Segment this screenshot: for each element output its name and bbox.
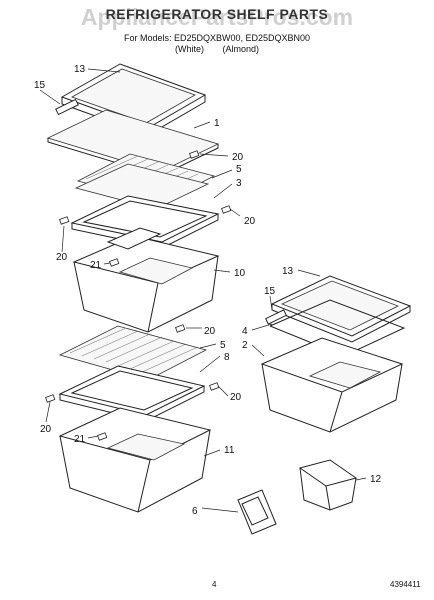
callout-6: 6 bbox=[192, 506, 198, 517]
callout-13-right: 13 bbox=[282, 266, 294, 277]
callout-20-f: 20 bbox=[40, 424, 52, 435]
callout-21-b: 21 bbox=[74, 434, 86, 445]
callout-10: 10 bbox=[234, 268, 246, 279]
callout-20-c: 20 bbox=[56, 252, 68, 263]
callout-5-upper: 5 bbox=[236, 164, 242, 175]
callout-1: 1 bbox=[214, 118, 220, 129]
callout-11: 11 bbox=[224, 445, 235, 456]
model-numbers: For Models: ED25DQXBW00, ED25DQXBN00 bbox=[123, 33, 311, 43]
callout-8: 8 bbox=[224, 352, 230, 363]
callout-12: 12 bbox=[370, 474, 382, 485]
callout-20-e: 20 bbox=[230, 392, 242, 403]
callout-2: 2 bbox=[242, 340, 248, 351]
part-front-trim-right bbox=[265, 309, 287, 325]
part-crisper-pan-right bbox=[260, 337, 404, 433]
leader-lines bbox=[39, 68, 367, 513]
callout-labels: 1 3 4 2 5 5 6 8 10 11 12 13 13 15 15 20 … bbox=[34, 64, 382, 517]
part-crisper-pan-upper bbox=[72, 227, 220, 333]
part-shelf-frame-top-right bbox=[270, 275, 412, 343]
callout-15-right: 15 bbox=[264, 286, 276, 297]
callout-13-left: 13 bbox=[74, 64, 86, 75]
callout-20-d: 20 bbox=[204, 326, 216, 337]
callout-3: 3 bbox=[236, 178, 242, 189]
callout-21-a: 21 bbox=[90, 260, 102, 271]
callout-20-b: 20 bbox=[244, 216, 256, 227]
part-crisper-pan-lower bbox=[58, 407, 212, 513]
part-crisper-cover-glass-lower bbox=[58, 325, 208, 381]
part-small-bin-front bbox=[237, 489, 277, 535]
part-front-trim-left bbox=[55, 98, 79, 116]
part-utility-bin bbox=[298, 459, 358, 511]
callout-20-a: 20 bbox=[232, 152, 244, 163]
part-crisper-cover-frame-upper bbox=[70, 195, 220, 249]
callout-5-lower: 5 bbox=[220, 340, 226, 351]
color-variants: (White) (Almond) bbox=[0, 44, 434, 54]
part-crisper-cover-frame-lower bbox=[58, 365, 206, 422]
document-code: 4394411 bbox=[390, 580, 421, 589]
part-clips bbox=[45, 150, 232, 441]
color-white: (White) bbox=[174, 44, 204, 54]
color-almond: (Almond) bbox=[222, 44, 260, 54]
page-title: REFRIGERATOR SHELF PARTS bbox=[105, 6, 329, 22]
callout-4: 4 bbox=[242, 326, 248, 337]
callout-15-left: 15 bbox=[34, 80, 46, 91]
page-number: 4 bbox=[212, 580, 217, 589]
